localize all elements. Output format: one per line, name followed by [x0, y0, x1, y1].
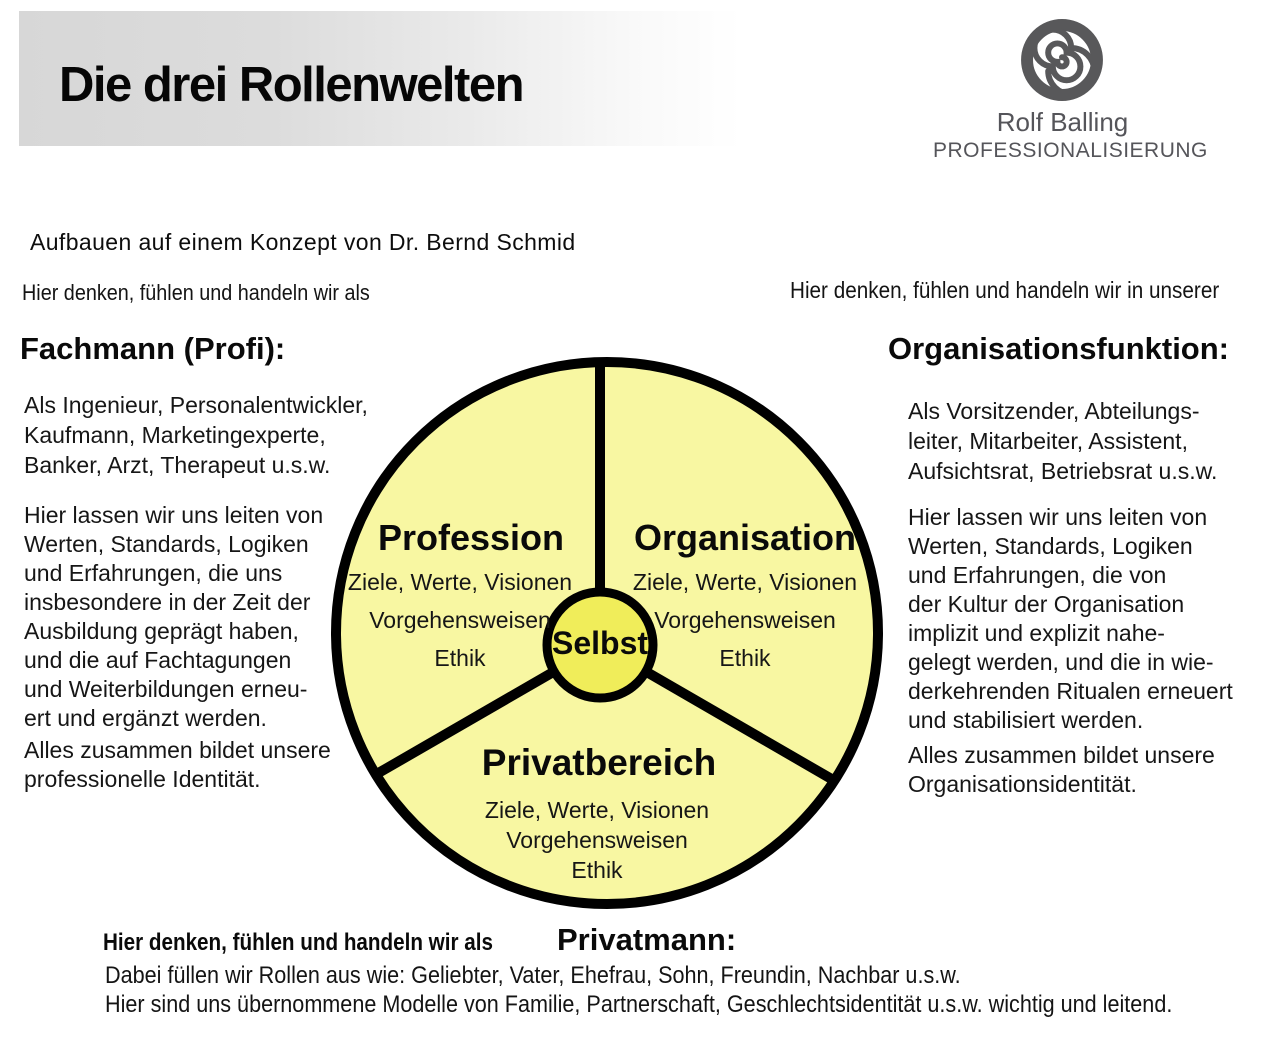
text-line: Alles zusammen bildet unsere — [908, 742, 1215, 768]
text-line: Kaufmann, Marketingexperte, — [24, 422, 326, 448]
right-paragraph-2: Hier lassen wir uns leiten von Werten, S… — [908, 503, 1233, 735]
text-line: derkehrenden Ritualen erneuert — [908, 678, 1233, 704]
text-line: Vorgehensweisen — [369, 607, 551, 633]
logo-name: Rolf Balling — [996, 107, 1129, 137]
left-paragraph-3: Alles zusammen bildet unsere professione… — [24, 736, 331, 794]
text-line: Ziele, Werte, Visionen — [632, 569, 858, 595]
text-line: Organisationsidentität. — [908, 771, 1137, 797]
title-banner: Die drei Rollenwelten — [19, 11, 742, 146]
text-line: Aufsichtsrat, Betriebsrat u.s.w. — [908, 458, 1218, 484]
text-line: professionelle Identität. — [24, 766, 261, 792]
text-line: Ausbildung geprägt haben, — [24, 618, 299, 644]
text-line: Als Ingenieur, Personalentwickler, — [24, 392, 368, 418]
text-line: der Kultur der Organisation — [908, 591, 1185, 617]
spiral-logo-icon — [1016, 14, 1108, 111]
right-paragraph-3: Alles zusammen bildet unsere Organisatio… — [908, 741, 1215, 799]
left-intro: Hier denken, fühlen und handeln wir als — [22, 280, 370, 305]
sector-profession-label: Profession — [377, 517, 565, 558]
text-line: Ethik — [434, 645, 486, 671]
left-paragraph-2: Hier lassen wir uns leiten von Werten, S… — [24, 501, 323, 733]
text-line: Ziele, Werte, Visionen — [484, 797, 710, 823]
text-line: Ethik — [571, 857, 623, 883]
text-line: Vorgehensweisen — [654, 607, 836, 633]
sector-privatbereich-label: Privatbereich — [481, 742, 717, 783]
sector-organisation-label: Organisation — [633, 517, 857, 558]
text-line: Vorgehensweisen — [506, 827, 688, 853]
text-line: leiter, Mitarbeiter, Assistent, — [908, 428, 1188, 454]
text-line: und die auf Fachtagungen — [24, 647, 292, 673]
text-line: Als Vorsitzender, Abteilungs- — [908, 398, 1200, 424]
center-label: Selbst — [551, 625, 649, 661]
text-line: und Erfahrungen, die uns — [24, 560, 283, 586]
right-heading: Organisationsfunktion: — [888, 331, 1229, 366]
text-line: und stabilisiert werden. — [908, 707, 1144, 733]
text-line: implizit und explizit nahe- — [908, 620, 1165, 646]
text-line: Werten, Standards, Logiken — [24, 531, 309, 557]
text-line: Ethik — [719, 645, 771, 671]
text-line: gelegt werden, und die in wie- — [908, 649, 1214, 675]
right-intro: Hier denken, fühlen und handeln wir in u… — [790, 277, 1220, 303]
text-line: und Weiterbildungen erneu- — [24, 676, 308, 702]
left-paragraph-1: Als Ingenieur, Personalentwickler, Kaufm… — [24, 390, 368, 480]
bottom-heading: Privatmann: — [557, 922, 737, 957]
sector-profession-items: Ziele, Werte, Visionen Vorgehensweisen E… — [310, 563, 610, 677]
concept-credit: Aufbauen auf einem Konzept von Dr. Bernd… — [30, 229, 576, 255]
page-title: Die drei Rollenwelten — [59, 58, 525, 112]
bottom-line-2: Hier sind uns übernommene Modelle von Fa… — [105, 991, 1173, 1018]
sector-privatbereich-items: Ziele, Werte, Visionen Vorgehensweisen E… — [447, 795, 747, 885]
role-circle-diagram — [331, 357, 883, 909]
bottom-line-1: Dabei füllen wir Rollen aus wie: Geliebt… — [105, 962, 961, 989]
text-line: Alles zusammen bildet unsere — [24, 737, 331, 763]
text-line: Hier lassen wir uns leiten von — [24, 502, 324, 528]
right-paragraph-1: Als Vorsitzender, Abteilungs- leiter, Mi… — [908, 396, 1217, 486]
text-line: Hier lassen wir uns leiten von — [908, 504, 1208, 530]
text-line: Ziele, Werte, Visionen — [347, 569, 573, 595]
center-circle — [542, 587, 658, 703]
text-line: Werten, Standards, Logiken — [908, 533, 1193, 559]
sector-organisation-items: Ziele, Werte, Visionen Vorgehensweisen E… — [595, 563, 895, 677]
text-line: und Erfahrungen, die von — [908, 562, 1167, 588]
text-line: insbesondere in der Zeit der — [24, 589, 311, 615]
logo-subtitle: PROFESSIONALISIERUNG — [933, 139, 1208, 162]
left-heading: Fachmann (Profi): — [20, 331, 286, 366]
text-line: Banker, Arzt, Therapeut u.s.w. — [24, 452, 331, 478]
text-line: ert und ergänzt werden. — [24, 705, 267, 731]
bottom-intro: Hier denken, fühlen und handeln wir als — [103, 929, 493, 956]
